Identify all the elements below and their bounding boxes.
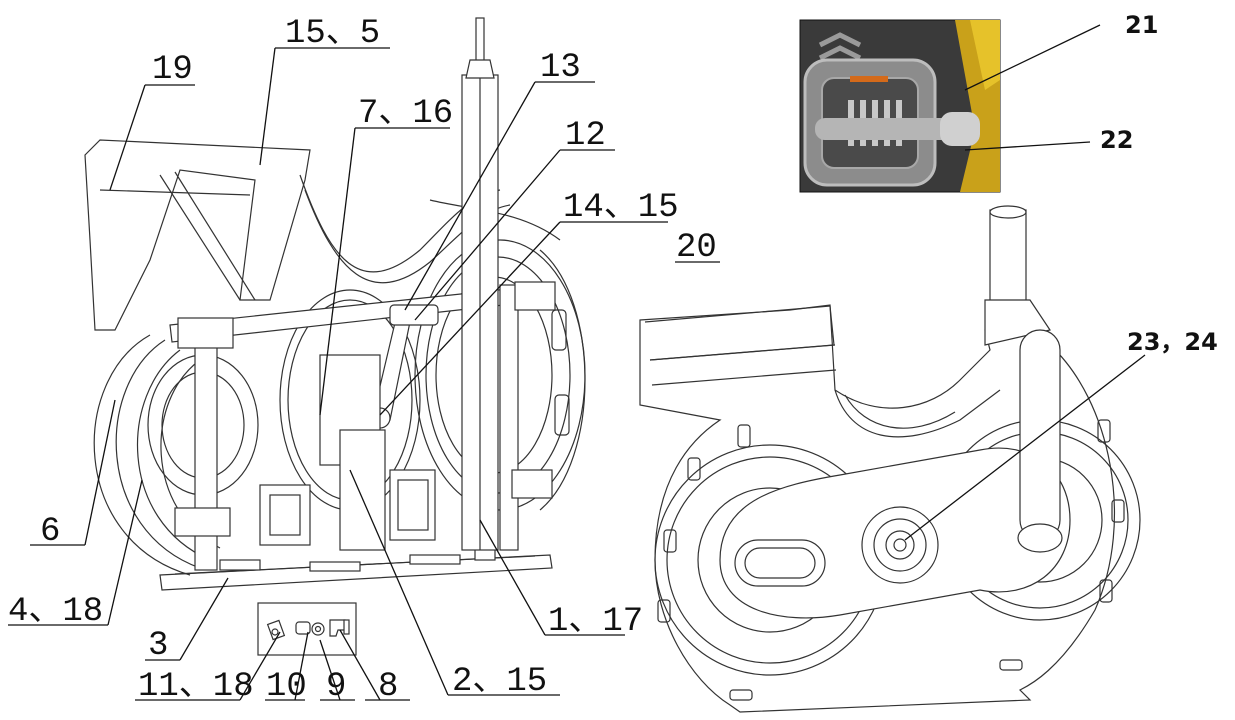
callout-10: 10 <box>266 668 307 706</box>
pedal-photo-inset <box>799 19 1001 193</box>
callout-4-18: 4、18 <box>8 593 103 631</box>
callout-3: 3 <box>148 627 168 665</box>
callout-2-15: 2、15 <box>452 663 547 701</box>
enclosed-body-drawing <box>639 205 1141 713</box>
small-parts-inset <box>257 602 357 656</box>
callout-7-16: 7、16 <box>358 95 453 133</box>
callout-labels: 15、5 19 13 7、16 12 14、15 20 21 22 23，24 … <box>8 11 1218 706</box>
callout-23-24: 23，24 <box>1127 328 1218 356</box>
callout-9: 9 <box>326 668 346 706</box>
callout-13: 13 <box>540 49 581 87</box>
callout-12: 12 <box>565 117 606 155</box>
frame-assembly-drawing <box>84 17 586 591</box>
callout-1-17: 1、17 <box>548 603 643 641</box>
callout-20: 20 <box>676 229 717 267</box>
callout-8: 8 <box>378 668 398 706</box>
callout-21: 21 <box>1125 11 1158 39</box>
callout-11-18: 11、18 <box>138 668 254 706</box>
callout-22: 22 <box>1100 126 1133 154</box>
callout-19: 19 <box>152 51 193 89</box>
callout-15-5: 15、5 <box>285 15 380 53</box>
callout-14-15: 14、15 <box>563 189 679 227</box>
leader-lines <box>8 24 1146 701</box>
callout-6: 6 <box>40 513 60 551</box>
